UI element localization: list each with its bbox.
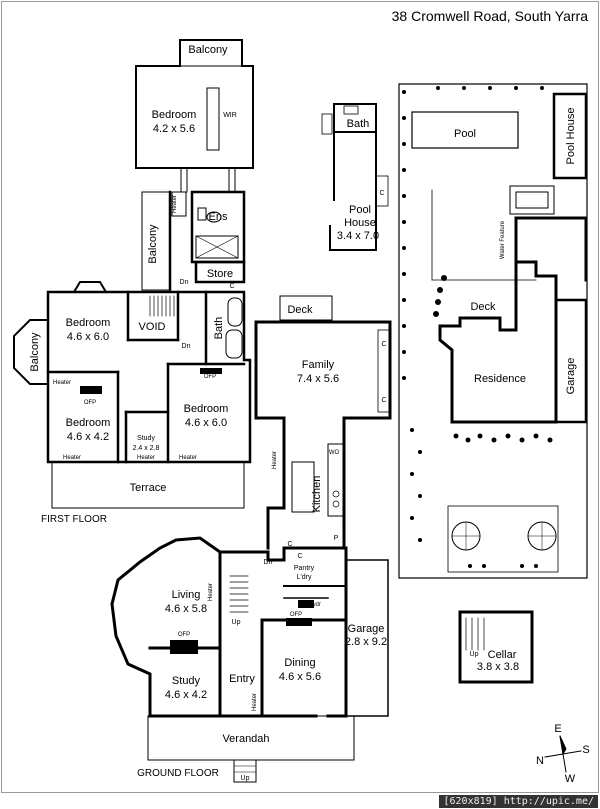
top-bedroom-wing bbox=[135, 39, 254, 292]
ldry-label: L'dry bbox=[297, 574, 312, 581]
pool-house-label: Pool bbox=[349, 204, 371, 216]
cellar bbox=[458, 610, 534, 684]
cupboard-c-3: C bbox=[229, 283, 234, 290]
family-label: Family bbox=[302, 359, 335, 371]
kitchen-label: Kitchen bbox=[311, 476, 323, 513]
void-label: VOID bbox=[139, 321, 166, 333]
cupboard-c-5: C bbox=[287, 541, 292, 548]
study-ground-label: Study bbox=[172, 675, 201, 687]
pantry-label: Pantry bbox=[294, 565, 315, 572]
balcony-left-label: Balcony bbox=[29, 332, 41, 372]
bedroom-sw-label: Bedroom bbox=[66, 417, 111, 429]
compass-w: W bbox=[565, 773, 576, 785]
dining-label: Dining bbox=[284, 657, 315, 669]
study-first-dim: 2.4 x 2.8 bbox=[133, 445, 160, 452]
heater-ground-1: Heater bbox=[272, 451, 278, 469]
living-label: Living bbox=[172, 589, 201, 601]
pool-house-dim: 3.4 x 7.0 bbox=[337, 230, 379, 242]
verandah-label: Verandah bbox=[222, 733, 269, 745]
cupboard-c-1: C bbox=[381, 341, 386, 348]
up-cellar: Up bbox=[470, 651, 479, 658]
heater-ground-2: Heater bbox=[208, 583, 214, 601]
garage-dim: 2.8 x 9.2 bbox=[345, 636, 387, 648]
ground-family-wing bbox=[254, 295, 392, 550]
study-first-label: Study bbox=[137, 435, 155, 442]
dn-ground: Dn bbox=[264, 559, 273, 566]
compass-e: E bbox=[554, 723, 561, 735]
pwdr-label: Pwdr bbox=[307, 602, 321, 608]
bedroom-e-label: Bedroom bbox=[184, 403, 229, 415]
first-floor-main bbox=[13, 281, 252, 509]
store-label: Store bbox=[207, 268, 233, 280]
study-ground-dim: 4.6 x 4.2 bbox=[165, 689, 207, 701]
ground-floor-label: GROUND FLOOR bbox=[137, 768, 219, 779]
dining-dim: 4.6 x 5.6 bbox=[279, 671, 321, 683]
ground-floor-main bbox=[110, 536, 389, 783]
dn-first-top: Dn bbox=[180, 279, 189, 286]
watermark-footer: [620x819] http://upic.me/ bbox=[439, 795, 598, 808]
bedroom-w-dim: 4.6 x 6.0 bbox=[67, 331, 109, 343]
compass-rose bbox=[544, 735, 582, 773]
heater-first-1: Heater bbox=[63, 455, 81, 461]
balcony-mid-label: Balcony bbox=[147, 224, 159, 264]
pool-bath-label: Bath bbox=[347, 118, 370, 130]
site-pool-label: Pool bbox=[454, 128, 476, 140]
ens-label: Ens bbox=[209, 211, 228, 223]
pool-house bbox=[321, 103, 389, 251]
site-garage-label: Garage bbox=[565, 358, 577, 395]
family-dim: 7.4 x 5.6 bbox=[297, 373, 339, 385]
bedroom-sw-dim: 4.6 x 4.2 bbox=[67, 431, 109, 443]
living-dim: 4.6 x 5.8 bbox=[165, 603, 207, 615]
heater-first-5: Heater bbox=[172, 195, 178, 213]
garage-label: Garage bbox=[348, 623, 385, 635]
water-feature-label: Water Feature bbox=[500, 220, 506, 259]
ofp-first-2: OFP bbox=[204, 374, 216, 380]
cellar-dim: 3.8 x 3.8 bbox=[477, 661, 519, 673]
wall-oven-label: WO bbox=[329, 450, 340, 456]
cupboard-c-2: C bbox=[381, 397, 386, 404]
bedroom-top-label: Bedroom bbox=[152, 109, 197, 121]
bath-first-label: Bath bbox=[213, 317, 225, 340]
cupboard-c-6: C bbox=[297, 553, 302, 560]
address-title: 38 Cromwell Road, South Yarra bbox=[391, 8, 588, 24]
site-deck-label: Deck bbox=[470, 301, 496, 313]
residence-label: Residence bbox=[474, 373, 526, 385]
compass-s: S bbox=[582, 744, 589, 756]
first-floor-label: FIRST FLOOR bbox=[41, 514, 107, 525]
heater-ground-3: Heater bbox=[252, 693, 258, 711]
bedroom-top-dim: 4.2 x 5.6 bbox=[153, 123, 195, 135]
wir-label: WIR bbox=[223, 112, 237, 119]
cellar-label: Cellar bbox=[488, 649, 517, 661]
heater-first-2: Heater bbox=[137, 455, 155, 461]
ofp-ground-2: OFP bbox=[290, 612, 302, 618]
bedroom-e-dim: 4.6 x 6.0 bbox=[185, 417, 227, 429]
deck-label: Deck bbox=[287, 304, 313, 316]
dn-first-mid: Dn bbox=[182, 343, 191, 350]
heater-first-3: Heater bbox=[179, 455, 197, 461]
site-garden-dots bbox=[402, 86, 553, 568]
site-pool-house-label: Pool House bbox=[565, 108, 577, 165]
terrace-label: Terrace bbox=[130, 482, 167, 494]
ofp-ground-1: OFP bbox=[178, 632, 190, 638]
up-ground: Up bbox=[232, 619, 241, 626]
heater-first-4: Heater bbox=[53, 380, 71, 386]
image-frame bbox=[1, 1, 599, 793]
site-plan bbox=[398, 83, 588, 579]
pool-house-label-2: House bbox=[344, 217, 376, 229]
ofp-first-1: OFP bbox=[84, 400, 96, 406]
compass-n: N bbox=[536, 755, 544, 767]
cupboard-c-4: C bbox=[379, 190, 384, 197]
bedroom-w-label: Bedroom bbox=[66, 317, 111, 329]
pantry-p: P bbox=[334, 535, 339, 542]
balcony-top-label: Balcony bbox=[188, 44, 228, 56]
entry-label: Entry bbox=[229, 673, 255, 685]
up-verandah: Up bbox=[241, 775, 250, 782]
